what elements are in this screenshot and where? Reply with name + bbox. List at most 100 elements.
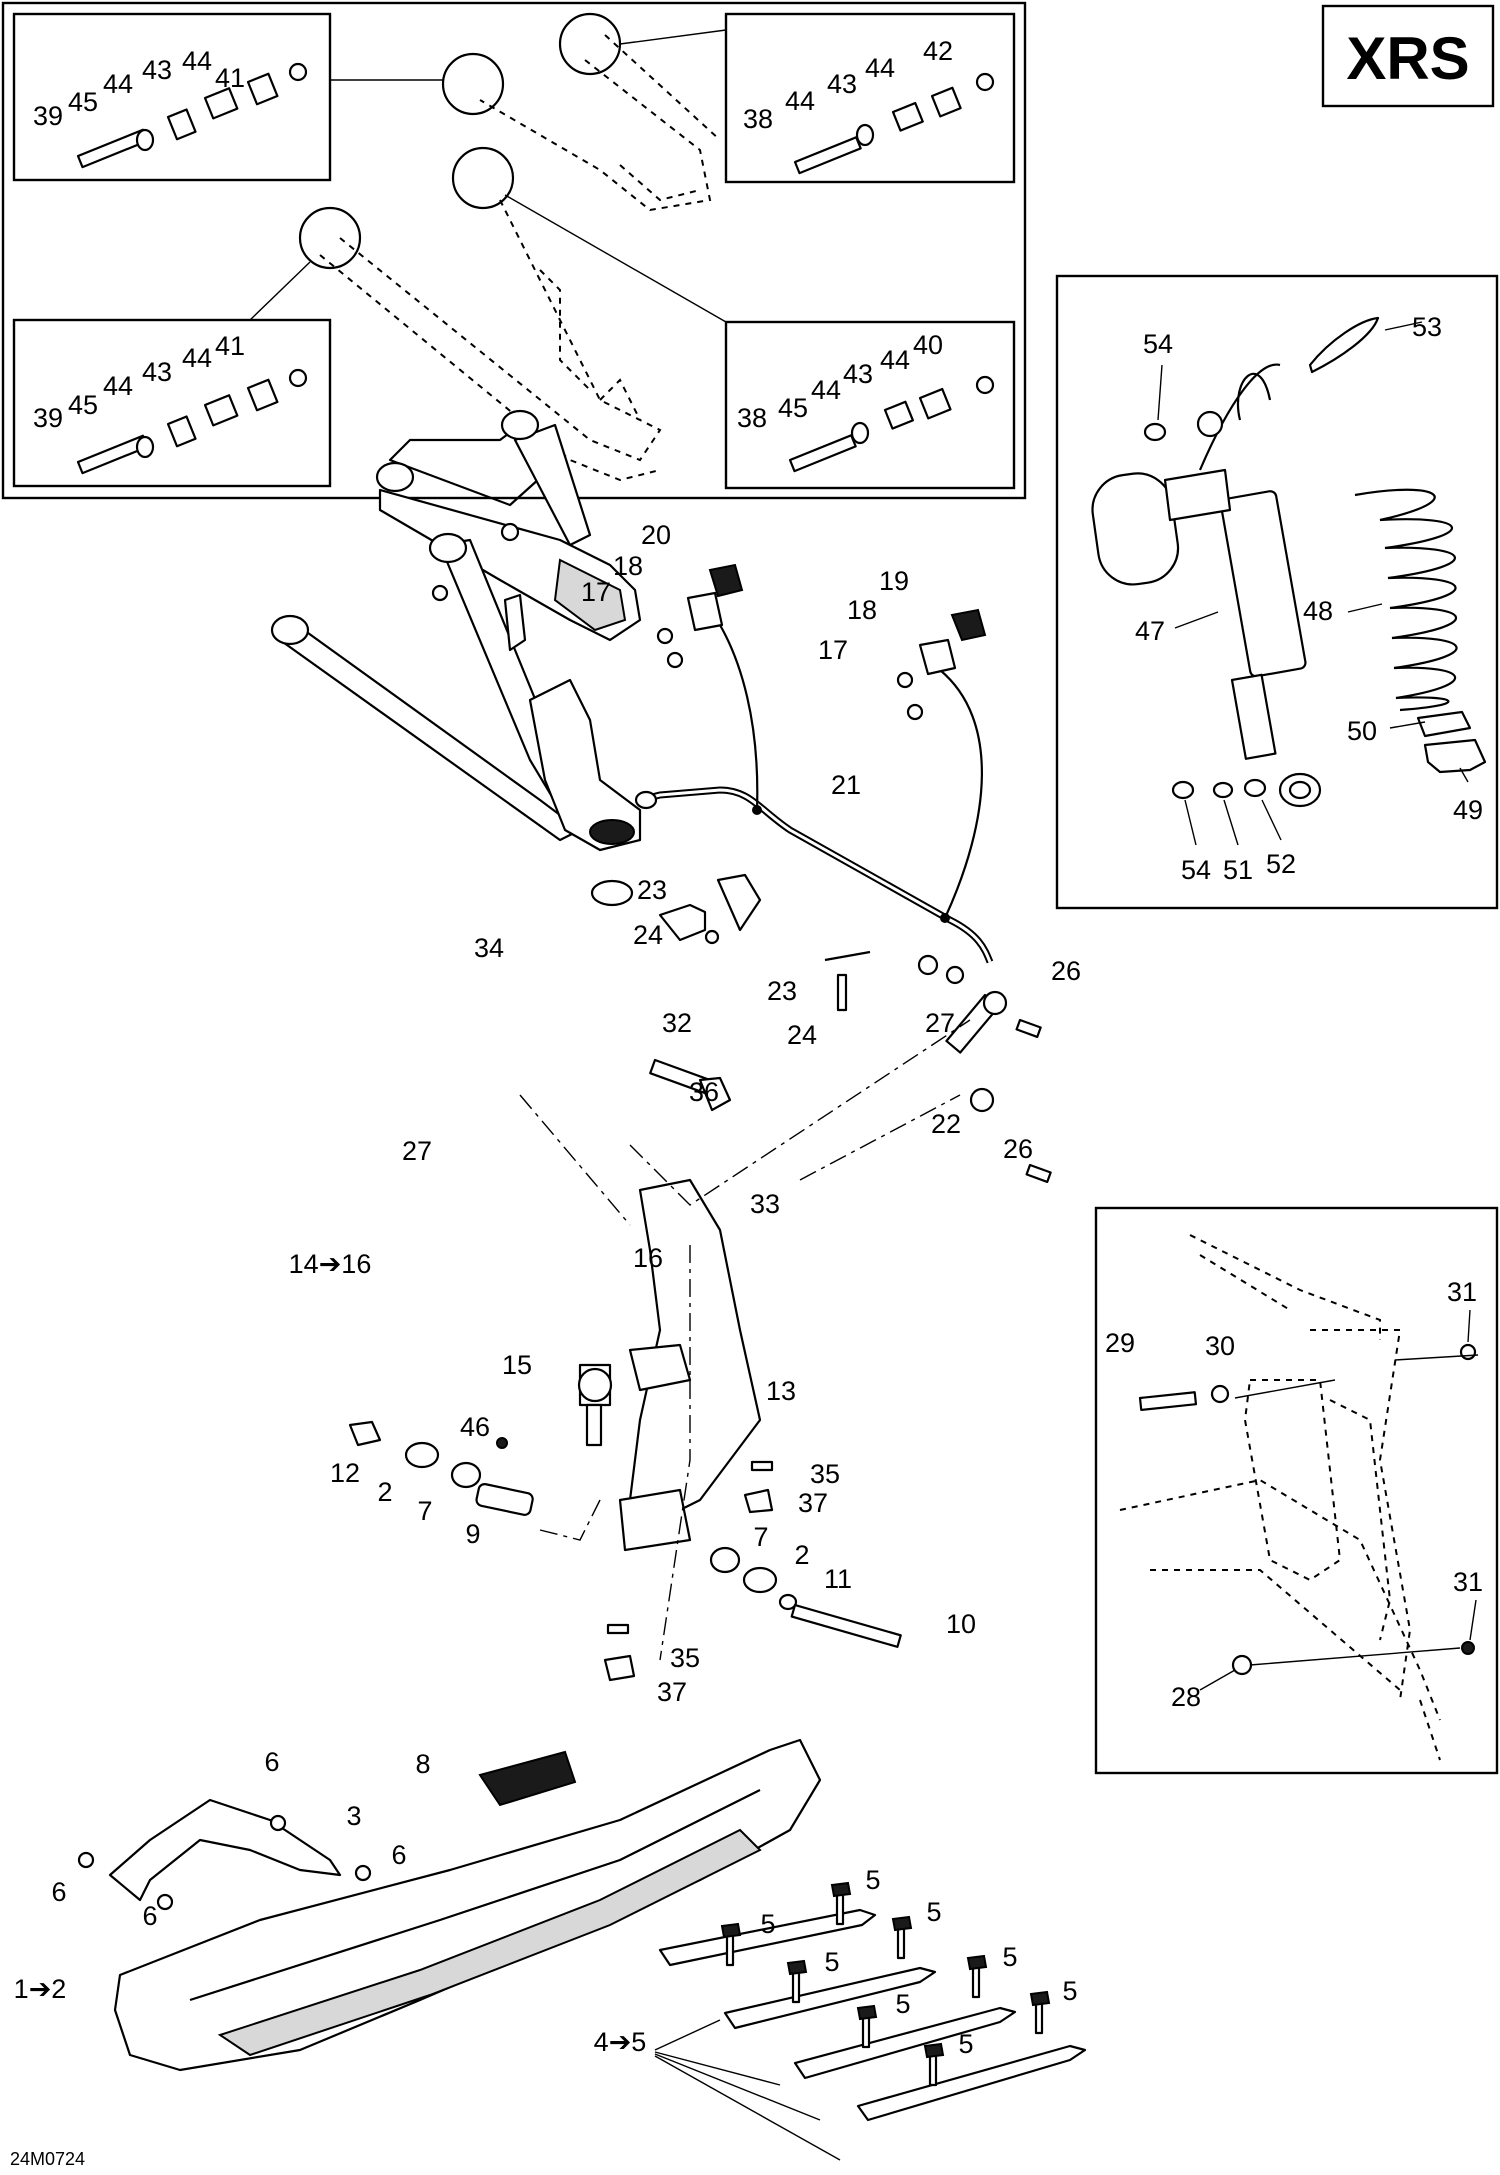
a-arm-detail-frame — [1, 1, 1027, 500]
ski — [77, 1738, 822, 2072]
callout-c54b: 54 — [1181, 855, 1211, 885]
bushing-inset-lower-left — [12, 318, 332, 488]
callout-c19: 19 — [879, 566, 909, 596]
callout-c28: 28 — [1171, 1682, 1201, 1712]
shock-absorber — [1091, 363, 1322, 808]
bushing-stack-lower-right — [788, 375, 995, 473]
callout-c26b: 26 — [1003, 1134, 1033, 1164]
callout-c35b: 35 — [670, 1643, 700, 1673]
callout-c22: 22 — [931, 1109, 961, 1139]
callout-c6c: 6 — [51, 1877, 66, 1907]
callout-c45: 4➔5 — [594, 2027, 647, 2057]
callout-c41b: 41 — [215, 331, 245, 361]
callout-c10: 10 — [946, 1609, 976, 1639]
spacer — [1143, 422, 1167, 442]
callout-c32: 32 — [662, 1008, 692, 1038]
callout-c17a: 17 — [581, 577, 611, 607]
detail-circle — [558, 12, 622, 76]
callout-c9: 9 — [465, 1519, 480, 1549]
callout-c31a: 31 — [1447, 1277, 1477, 1307]
bushing-bracket — [918, 638, 957, 676]
callout-c46: 46 — [460, 1412, 490, 1442]
callout-c18a: 18 — [613, 551, 643, 581]
callout-c43b: 43 — [827, 69, 857, 99]
gasket — [590, 879, 634, 907]
callout-c20: 20 — [641, 520, 671, 550]
callout-c7b: 7 — [753, 1522, 768, 1552]
detail-circle — [298, 206, 362, 270]
sway-bar-bushing — [950, 608, 987, 642]
callout-c5f: 5 — [895, 1989, 910, 2019]
callout-c5b: 5 — [760, 1909, 775, 1939]
callout-c15: 15 — [502, 1350, 532, 1380]
lower-a-arm — [270, 532, 642, 907]
callout-c39b: 39 — [33, 403, 63, 433]
callout-c6b: 6 — [391, 1840, 406, 1870]
callout-c33: 33 — [750, 1189, 780, 1219]
callout-c52: 52 — [1266, 849, 1296, 879]
callout-c53: 53 — [1412, 312, 1442, 342]
callout-c13: 13 — [766, 1376, 796, 1406]
callout-c44e: 44 — [182, 343, 212, 373]
sway-bar-bushing — [708, 563, 744, 598]
detail-circle — [441, 52, 505, 116]
callout-c54a: 54 — [1143, 329, 1173, 359]
callout-c27a: 27 — [925, 1008, 955, 1038]
bushing-stack-lower-left — [76, 368, 308, 475]
upper-a-arm — [375, 409, 642, 642]
callout-c40: 40 — [913, 330, 943, 360]
callout-c6a: 6 — [264, 1747, 279, 1777]
callout-c48: 48 — [1303, 596, 1333, 626]
callout-c24b: 24 — [787, 1020, 817, 1050]
carbide-runners — [654, 1881, 1087, 2161]
bushing-stack-upper-right — [793, 72, 995, 175]
callout-c2a: 2 — [377, 1477, 392, 1507]
callout-c47: 47 — [1135, 616, 1165, 646]
callout-c21: 21 — [831, 770, 861, 800]
spring-stopper — [1423, 738, 1487, 774]
callout-c41a: 41 — [215, 63, 245, 93]
callout-c18b: 18 — [847, 595, 877, 625]
callout-c17b: 17 — [818, 635, 848, 665]
callout-c30: 30 — [1205, 1331, 1235, 1361]
callout-c7a: 7 — [417, 1496, 432, 1526]
bushing-inset-upper-right — [724, 12, 1016, 184]
callout-c44f: 44 — [103, 371, 133, 401]
callout-c23a: 23 — [637, 875, 667, 905]
callout-c5c: 5 — [926, 1897, 941, 1927]
callout-c43d: 43 — [843, 359, 873, 389]
callout-c36: 36 — [689, 1077, 719, 1107]
bushing-inset-upper-left — [12, 12, 332, 182]
model-tag: XRS — [1346, 25, 1469, 92]
callout-c12: 12 — [330, 1458, 360, 1488]
callout-c5h: 5 — [958, 2029, 973, 2059]
callout-c5e: 5 — [1002, 1942, 1017, 1972]
callout-c16: 16 — [633, 1243, 663, 1273]
callout-c51: 51 — [1223, 855, 1253, 885]
bushing-stack-upper-left — [76, 62, 308, 169]
callout-c44h: 44 — [811, 375, 841, 405]
callout-c23b: 23 — [767, 976, 797, 1006]
callout-c34: 34 — [474, 933, 504, 963]
coil-spring — [1354, 488, 1458, 712]
callout-c5g: 5 — [1062, 1976, 1077, 2006]
callout-c14: 14➔16 — [289, 1249, 372, 1279]
drawing-reference: 24M0724 — [10, 2149, 85, 2169]
callout-c5a: 5 — [865, 1865, 880, 1895]
callout-c45b: 45 — [68, 390, 98, 420]
callout-c35a: 35 — [810, 1459, 840, 1489]
callout-c44b: 44 — [103, 69, 133, 99]
callout-c44a: 44 — [182, 46, 212, 76]
bushing-bracket — [686, 591, 724, 632]
callout-c45a: 45 — [68, 87, 98, 117]
shock-mount-detail-frame — [1094, 1206, 1499, 1775]
callout-c45c: 45 — [778, 393, 808, 423]
cable-tie — [1308, 316, 1380, 374]
callout-c37b: 37 — [657, 1677, 687, 1707]
callout-c29: 29 — [1105, 1328, 1135, 1358]
callout-c44g: 44 — [880, 345, 910, 375]
sway-bar-assembly — [634, 563, 1052, 1184]
detail-circle — [451, 146, 515, 210]
callout-c43c: 43 — [142, 357, 172, 387]
